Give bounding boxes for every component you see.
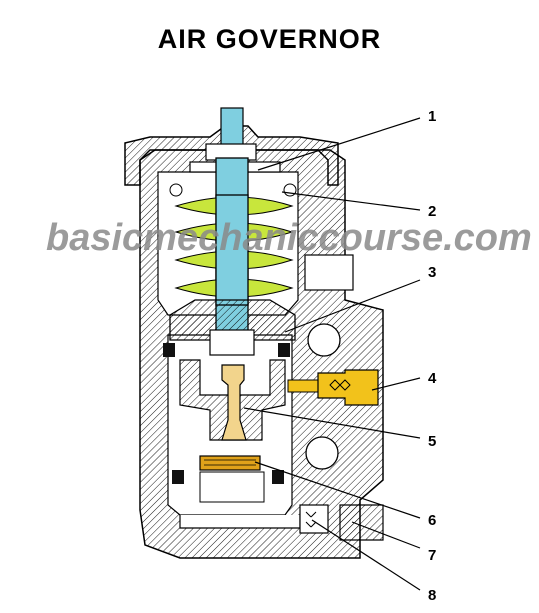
mounting-bolt-hole-lower (305, 436, 339, 470)
piston (169, 299, 296, 341)
leader-lines (243, 117, 421, 591)
mounting-bolt-hole-upper (307, 323, 341, 357)
callout-7: 7 (428, 547, 436, 564)
callout-3: 3 (428, 264, 436, 281)
piston-o-ring-left (163, 343, 175, 357)
callout-8: 8 (428, 587, 436, 604)
diagram-title: AIR GOVERNOR (157, 24, 382, 54)
lower-o-ring-right (272, 470, 284, 484)
callout-4: 4 (428, 370, 437, 387)
callout-2: 2 (428, 203, 436, 220)
callout-6: 6 (428, 512, 436, 529)
reservoir-port (339, 504, 384, 541)
callout-1: 1 (428, 108, 436, 125)
filter-screen (299, 504, 329, 534)
bottom-passage (179, 515, 301, 529)
inlet-exhaust-valve (199, 455, 261, 471)
valve-spring (199, 471, 265, 503)
callout-5: 5 (428, 433, 436, 450)
lower-o-ring-left (172, 470, 184, 484)
piston-stem-collar (209, 329, 255, 356)
adjusting-screw (220, 107, 244, 149)
piston-o-ring-right (278, 343, 290, 357)
watermark: basicmechaniccourse.com (46, 217, 532, 259)
governor-stem-front (215, 194, 249, 306)
side-pocket-upper (304, 254, 354, 291)
exhaust-stem (221, 364, 247, 441)
